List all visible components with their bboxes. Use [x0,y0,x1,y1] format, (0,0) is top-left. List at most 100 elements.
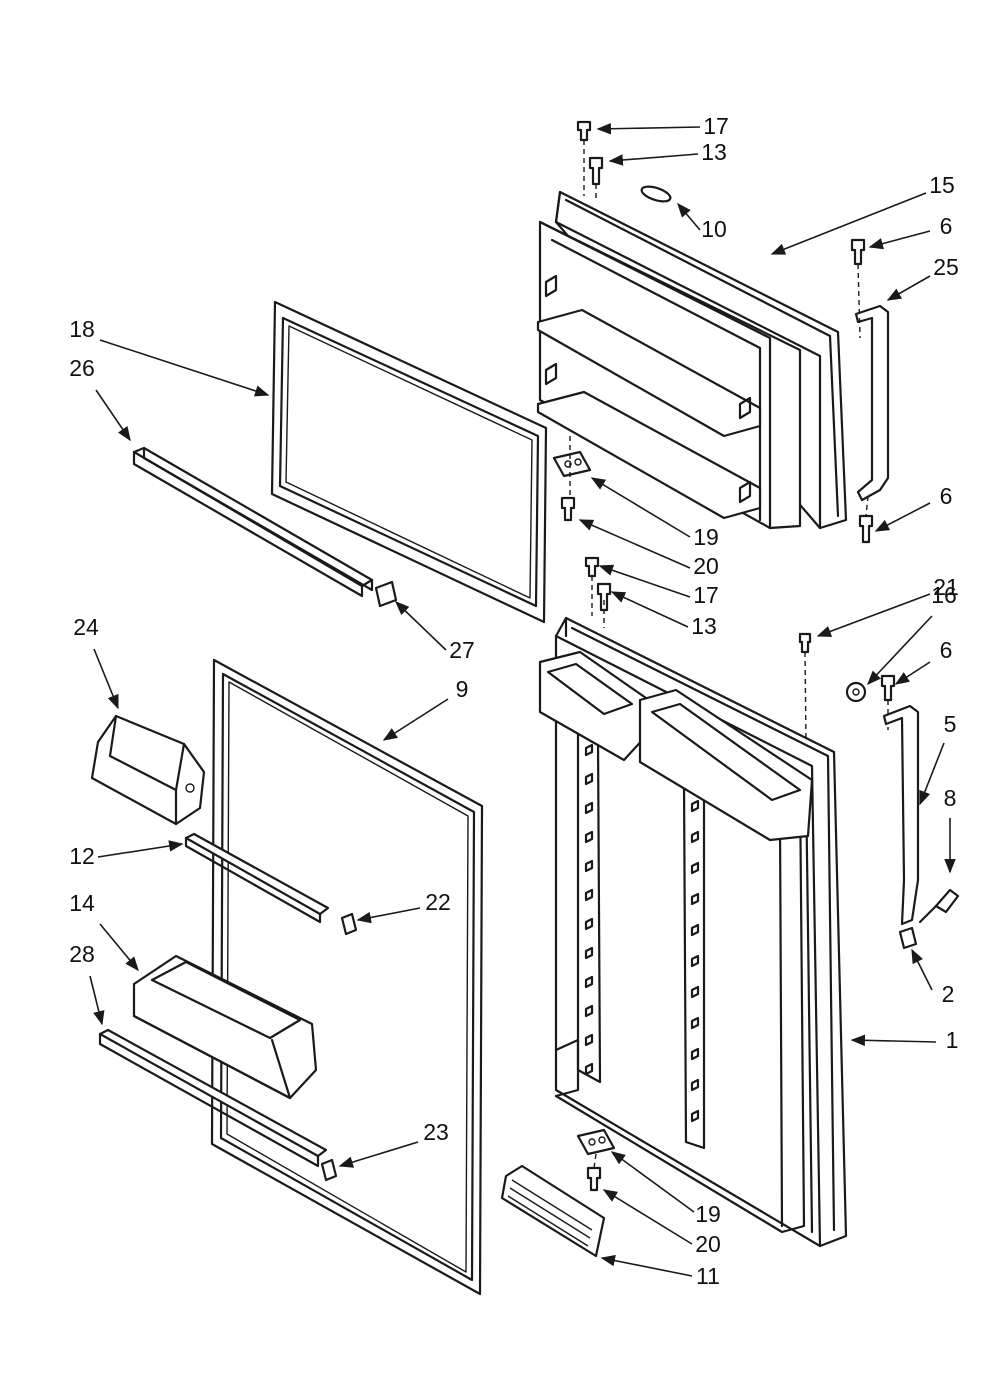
shelf-hole-right [690,1078,700,1092]
screw-part-13-top [588,156,604,186]
hinge-shim-part-19-bottom [576,1128,616,1156]
shelf-hole-left [584,917,594,931]
shelf-hole-right [690,892,700,906]
screw-part-6-mid [858,514,874,544]
fresh-food-gasket-part-9 [210,658,484,1296]
callout-label-22: 22 [425,889,451,915]
callout-label-19: 19 [693,524,719,550]
callout-leader-1 [850,1034,937,1047]
dairy-compartment-part-24 [90,714,206,826]
callout-label-8: 8 [944,785,957,811]
callout-label-10: 10 [701,216,727,242]
shelf-hole-right [690,923,700,937]
callout-label-19: 19 [695,1201,721,1227]
shelf-hole-right [690,861,700,875]
callout-label-23: 23 [423,1119,449,1145]
shelf-hole-left [584,1033,594,1047]
callout-leaders [89,122,956,1277]
screw-part-17-mid [584,556,600,578]
shelf-hole-left [584,975,594,989]
callout-label-27: 27 [449,637,475,663]
callout-label-21: 21 [933,574,959,600]
callout-leader-25 [886,275,931,301]
callout-leader-26 [95,389,131,442]
callout-leader-20 [602,1189,693,1245]
shelf-hole-left [584,743,594,757]
callout-label-6: 6 [940,483,953,509]
clip-part-27 [374,580,398,608]
callout-label-2: 2 [942,981,955,1007]
callout-label-20: 20 [693,553,719,579]
callout-leader-17 [598,564,691,598]
callout-leader-9 [382,698,449,741]
callout-label-13: 13 [701,139,727,165]
callout-leader-11 [600,1254,693,1277]
shelf-hole-right [690,954,700,968]
callout-label-5: 5 [944,711,957,737]
callout-label-6: 6 [940,637,953,663]
callout-leader-13 [610,591,689,628]
callout-leader-15 [770,192,927,255]
freezer-hinge-part-25 [854,304,890,502]
callout-label-15: 15 [929,172,955,198]
callout-label-17: 17 [703,113,729,139]
shelf-hole-left [584,888,594,902]
screw-part-20-bottom [586,1166,602,1192]
callout-leader-12 [97,840,184,858]
callout-label-24: 24 [73,614,99,640]
callout-leader-20 [578,519,691,569]
shelf-hole-left [584,1062,594,1076]
shelf-hole-right [690,1016,700,1030]
callout-label-17: 17 [693,582,719,608]
fresh-food-door-part-1 [538,616,848,1248]
shelf-hole-left [584,772,594,786]
cap-part-2 [898,926,918,950]
freezer-shelf-rail-part-26 [132,446,374,598]
fresh-food-hinge-part-5 [882,704,920,926]
shelf-hole-left [584,830,594,844]
callout-leader-19 [610,1151,695,1213]
callout-leader-6 [874,502,931,532]
shelf-rail-part-12 [184,832,330,924]
callout-label-16: 16 [931,582,957,608]
screw-part-6-upper [850,238,866,266]
trim-part-11 [500,1164,606,1258]
callout-leader-5 [919,742,945,806]
callout-label-13: 13 [691,613,717,639]
shelf-hole-left [584,801,594,815]
callout-leader-21 [816,593,931,637]
callout-leader-23 [338,1141,419,1168]
callout-leader-13 [608,153,699,166]
callout-label-25: 25 [933,254,959,280]
door-shelf-holes [584,743,700,1123]
callout-leader-22 [356,907,421,924]
freezer-door-part-15 [536,185,848,530]
callout-leader-2 [911,948,933,991]
callout-leader-6 [894,661,931,685]
callout-leader-24 [93,648,119,710]
shelf-hole-left [584,859,594,873]
callout-label-6: 6 [940,213,953,239]
shelf-hole-right [690,830,700,844]
shelf-hole-left [584,946,594,960]
screw-part-13-mid [596,582,612,612]
callout-leader-16 [867,615,933,686]
screw-part-20-top [560,496,576,522]
shelf-hole-right [690,799,700,813]
callout-leader-17 [596,122,701,135]
plug-part-21 [798,632,812,654]
door-bin-part-14 [132,954,318,1100]
callout-leader-6 [868,230,931,250]
callout-leader-28 [89,975,105,1026]
callout-leader-18 [99,339,270,397]
callout-label-14: 14 [69,890,95,916]
callout-leader-27 [394,601,447,651]
callout-leader-14 [99,923,139,972]
bushing-part-16 [845,681,867,703]
callout-label-26: 26 [69,355,95,381]
callout-label-18: 18 [69,316,95,342]
callout-leader-19 [590,477,691,538]
hinge-shim-part-19-top [552,450,592,478]
shelf-hole-right [690,1047,700,1061]
